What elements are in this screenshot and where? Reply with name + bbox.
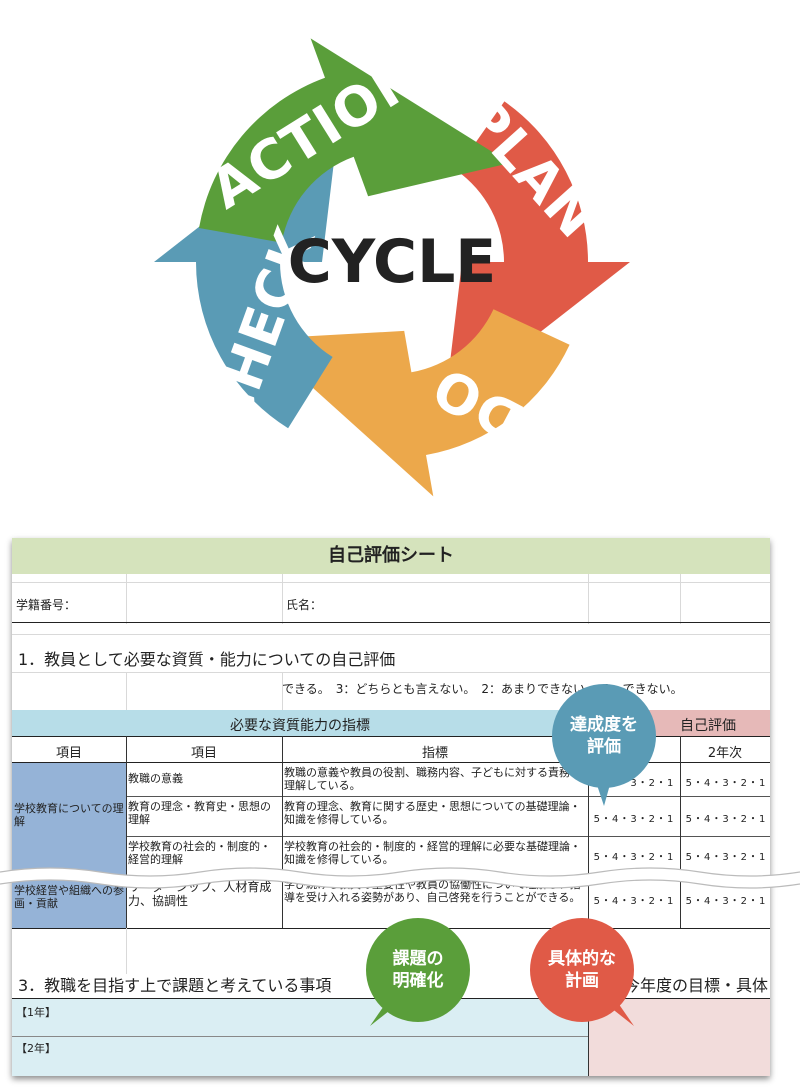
year2-scale[interactable]: 5・4・3・2・1 [685, 778, 767, 789]
do-arrow [258, 309, 570, 497]
indicator-cell: 教育の理念、教育に関する歴史・思想についての基礎理論・知識を修得している。 [284, 800, 581, 826]
year2-label: 【2年】 [16, 1042, 56, 1055]
section3-heading: 3．教職を目指す上で課題と考えている事項 [18, 976, 332, 995]
issues-box[interactable] [12, 999, 588, 1076]
sheet-title: 自己評価シート [328, 545, 454, 566]
indicators-header-band [12, 710, 588, 736]
name-label: 氏名： [286, 598, 323, 612]
item-cell: 学校教育の社会的・制度的・経営的理解 [128, 840, 271, 866]
cycle-center-label: CYCLE [288, 227, 497, 297]
sheet-break-wave [0, 867, 800, 889]
student-id-label: 学籍番号： [16, 598, 77, 612]
title-bar [12, 538, 770, 574]
self-eval-header: 自己評価 [680, 718, 736, 734]
section1-heading: 1．教員として必要な資質・能力についての自己評価 [18, 650, 396, 669]
year2-scale[interactable]: 5・4・3・2・1 [685, 896, 767, 907]
indicator-cell: 教職の意義や教員の役割、職務内容、子どもに対する責務を理解している。 [284, 766, 581, 792]
plan-bubble: 具体的な 計画 [530, 918, 634, 1022]
evaluate-bubble: 達成度を 評価 [552, 684, 656, 788]
col-year2: 2年次 [707, 746, 743, 761]
year1-scale[interactable]: 5・4・3・2・1 [593, 852, 675, 863]
col-item2: 項目 [190, 746, 217, 761]
col-indicator: 指標 [421, 746, 448, 761]
goals-box[interactable] [589, 999, 770, 1076]
action-arrow [199, 38, 510, 243]
year1-scale[interactable]: 5・4・3・2・1 [593, 814, 675, 825]
item-cell: 教職の意義 [128, 772, 183, 785]
indicator-cell: 学校教育の社会的・制度的・経営的理解に必要な基礎理論・知識を修得している。 [284, 840, 581, 866]
year1-label: 【1年】 [16, 1006, 56, 1019]
year1-scale[interactable]: 5・4・3・2・1 [593, 778, 675, 789]
category-label: 学校教育についての理解 [14, 802, 124, 828]
year1-scale[interactable]: 5・4・3・2・1 [593, 896, 675, 907]
item-cell: 教育の理念・教育史・思想の理解 [128, 800, 271, 826]
category-cell [12, 762, 126, 874]
col-item1: 項目 [55, 746, 82, 761]
section3-right-heading: 今年度の目標・具体 [624, 976, 769, 995]
indicators-header: 必要な資質能力の指標 [230, 718, 370, 734]
year2-scale[interactable]: 5・4・3・2・1 [685, 852, 767, 863]
category-label: 学校経営や組織への参画・貢献 [14, 884, 124, 910]
year2-scale[interactable]: 5・4・3・2・1 [685, 814, 767, 825]
clarify-bubble: 課題の 明確化 [366, 918, 470, 1022]
